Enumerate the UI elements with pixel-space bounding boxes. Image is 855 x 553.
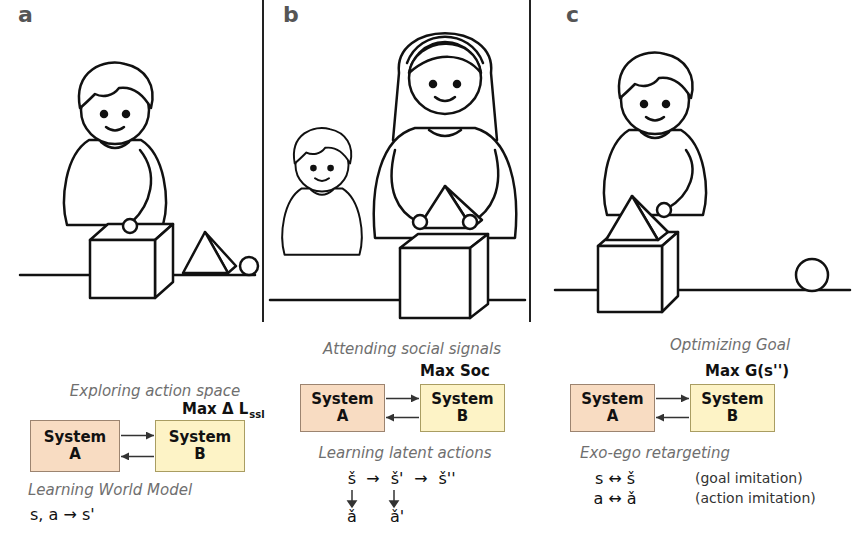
- formula-symbol: š': [391, 469, 404, 488]
- formula: s ↔ š: [595, 469, 635, 488]
- learning-caption: Learning World Model: [28, 481, 192, 499]
- pyramid-block: [606, 196, 668, 240]
- mother-hand: [413, 215, 427, 229]
- ball: [796, 259, 828, 291]
- panel-divider: [262, 0, 264, 322]
- formula-note: (goal imitation): [695, 470, 803, 487]
- system-box: System A: [570, 384, 655, 432]
- pyramid-block: [183, 232, 236, 273]
- latent-arrow: [393, 490, 395, 502]
- learning-caption: Learning latent actions: [318, 444, 491, 462]
- panel-divider: [529, 0, 531, 322]
- flow-arrow: [386, 398, 419, 400]
- objective-label: Max Δ L: [182, 400, 248, 418]
- formula: a ↔ ǎ: [593, 489, 636, 508]
- box-label: System B: [701, 391, 765, 426]
- ball: [240, 257, 258, 275]
- formula-note: (action imitation): [695, 490, 816, 507]
- child-figure: [64, 63, 166, 225]
- formula-symbol: š: [348, 469, 356, 488]
- formula-symbol: ǎ: [347, 507, 357, 526]
- mother-figure: [374, 33, 516, 238]
- system-box: System A: [300, 384, 385, 432]
- objective-subscript: ssl: [249, 409, 264, 421]
- system-box: System B: [420, 384, 505, 432]
- cube-block: [400, 234, 488, 318]
- objective-label: Max Soc: [420, 362, 490, 380]
- flow-arrow: [386, 417, 419, 419]
- flow-arrow: [656, 398, 689, 400]
- box-label: System A: [581, 391, 645, 426]
- child-arm: [132, 150, 151, 222]
- latent-arrowhead: [348, 501, 356, 507]
- system-box: System B: [690, 384, 775, 432]
- box-label: System B: [431, 391, 495, 426]
- mother-arm: [392, 150, 418, 222]
- formula-arrow: →: [414, 469, 427, 488]
- behavior-caption: Attending social signals: [323, 340, 501, 358]
- panel-letter: a: [18, 2, 33, 28]
- mother-hand: [463, 215, 477, 229]
- behavior-caption: Exploring action space: [70, 382, 240, 400]
- mother-arm: [472, 150, 498, 222]
- formula-arrow: →: [366, 469, 379, 488]
- cube-block: [90, 224, 173, 298]
- system-box: System B: [155, 420, 245, 472]
- latent-arrowhead: [390, 501, 398, 507]
- child-figure: [282, 128, 361, 255]
- formula-symbol: š'': [438, 469, 455, 488]
- box-label: System A: [311, 391, 375, 426]
- learning-caption: Exo-ego retargeting: [580, 444, 730, 462]
- child-figure: [604, 53, 706, 215]
- flow-arrow: [121, 456, 154, 458]
- objective-label: Max G(s''): [705, 362, 789, 380]
- box-label: System B: [168, 429, 232, 464]
- flow-arrow: [656, 417, 689, 419]
- child-hand: [123, 219, 137, 233]
- panel-letter: c: [566, 2, 579, 28]
- cube-block: [598, 232, 678, 312]
- system-box: System A: [30, 420, 120, 472]
- formula: s, a → s': [30, 505, 95, 524]
- behavior-caption: Optimizing Goal: [670, 336, 790, 354]
- child-arm: [668, 150, 692, 208]
- latent-arrow: [351, 490, 353, 502]
- formula-symbol: ǎ': [390, 507, 404, 526]
- panel-letter: b: [283, 2, 299, 28]
- box-label: System A: [43, 429, 107, 464]
- flow-arrow: [121, 435, 154, 437]
- child-hand: [657, 203, 671, 217]
